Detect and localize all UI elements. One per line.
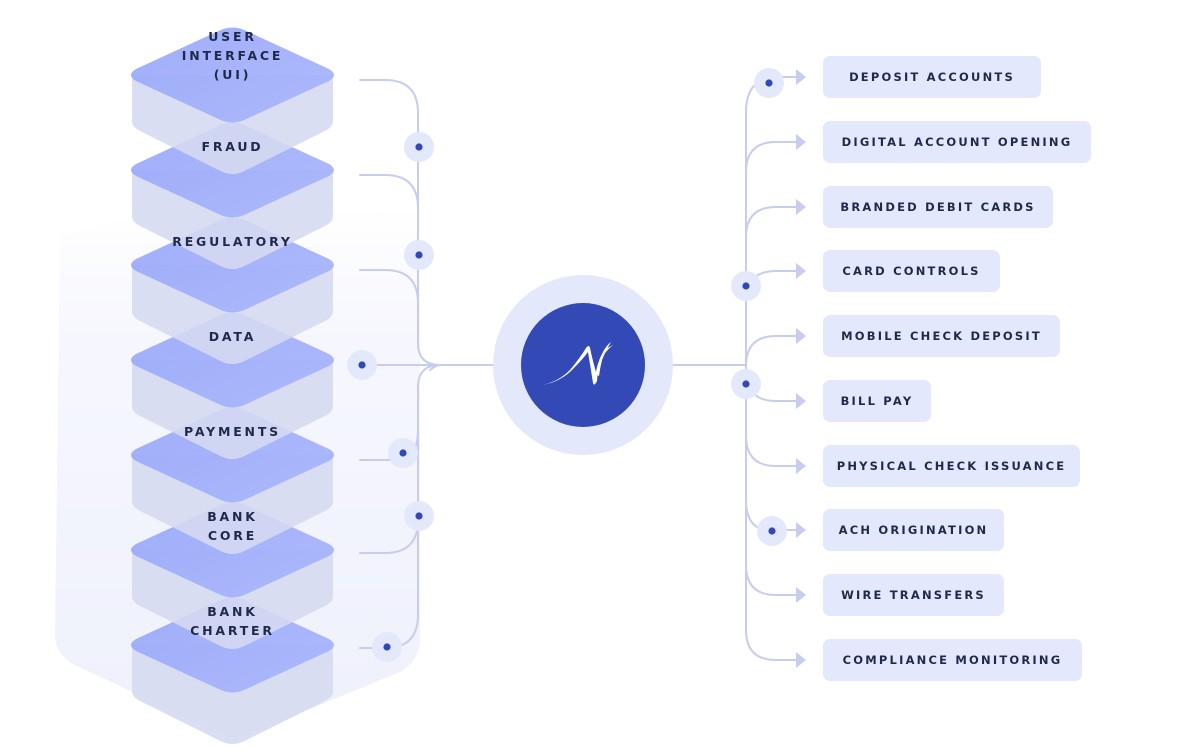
stack-layer-label-line: DATA <box>208 328 257 344</box>
connector-branch-right <box>745 141 797 173</box>
arrow-right-icon <box>796 328 806 344</box>
product-label: WIRE TRANSFERS <box>841 588 986 602</box>
connector-dot <box>415 251 423 259</box>
connector-dot <box>765 79 773 87</box>
stack-layer-label: PAYMENTS <box>132 422 333 441</box>
connector-branch-right <box>745 629 797 661</box>
stack-layer-label-line: (UI) <box>213 66 252 82</box>
arrow-right-icon <box>796 587 806 603</box>
arrow-right-icon <box>796 199 806 215</box>
stack-layers <box>131 27 334 744</box>
product-pill[interactable]: DEPOSIT ACCOUNTS <box>823 56 1041 98</box>
product-label: ACH ORIGINATION <box>838 523 989 537</box>
connector-line-left <box>359 174 419 209</box>
stack-layer <box>131 27 334 174</box>
connector-branch-right <box>745 335 797 367</box>
product-label: DIGITAL ACCOUNT OPENING <box>841 135 1073 149</box>
product-pill[interactable]: ACH ORIGINATION <box>823 509 1004 551</box>
stack-layer-label: FRAUD <box>132 137 333 156</box>
stack-layer-label-line: USER <box>208 28 257 44</box>
arrow-right-icon <box>796 134 806 150</box>
connector-line-left <box>359 269 419 304</box>
product-pill[interactable]: BRANDED DEBIT CARDS <box>823 186 1053 228</box>
product-label: BRANDED DEBIT CARDS <box>840 200 1036 214</box>
connector-dot <box>415 512 423 520</box>
product-label: COMPLIANCE MONITORING <box>842 653 1063 667</box>
connector-line-left <box>429 364 441 371</box>
connector-dot <box>383 643 391 651</box>
arrow-right-icon <box>796 458 806 474</box>
connector-dot <box>399 449 407 457</box>
stack-layer-label-line: INTERFACE <box>181 47 284 63</box>
center-logo <box>493 275 673 455</box>
stack-layer-top <box>131 27 334 123</box>
connector-dot <box>415 143 423 151</box>
product-label: DEPOSIT ACCOUNTS <box>849 70 1015 84</box>
logo-circle <box>521 303 645 427</box>
stack-layer-label: USER INTERFACE (UI) <box>132 27 333 84</box>
connector-line-left <box>359 79 441 366</box>
product-pill[interactable]: PHYSICAL CHECK ISSUANCE <box>823 445 1080 487</box>
connector-dot <box>768 527 776 535</box>
stack-layer-label: BANK CORE <box>132 507 333 545</box>
arrow-right-icon <box>796 69 806 85</box>
stack-layer-label: REGULATORY <box>132 232 333 251</box>
connector-branch-right <box>745 206 797 238</box>
arrow-right-icon <box>796 263 806 279</box>
product-label: MOBILE CHECK DEPOSIT <box>841 329 1042 343</box>
connector-branch-right <box>745 435 797 467</box>
stack-layer-label-line: BANK <box>207 509 258 524</box>
product-pill[interactable]: WIRE TRANSFERS <box>823 574 1004 616</box>
product-pill[interactable]: MOBILE CHECK DEPOSIT <box>823 315 1060 357</box>
product-pill[interactable]: DIGITAL ACCOUNT OPENING <box>823 121 1091 163</box>
product-label: CARD CONTROLS <box>842 264 981 278</box>
product-pill[interactable]: COMPLIANCE MONITORING <box>823 639 1082 681</box>
brand-logo-icon <box>542 342 613 385</box>
connector-branch-right <box>745 564 797 596</box>
product-pill[interactable]: CARD CONTROLS <box>823 250 1000 292</box>
stack-layer-label: BANK CHARTER <box>132 602 333 640</box>
connector-dot <box>742 282 750 290</box>
brand-logo-stroke <box>597 342 611 376</box>
arrow-right-icon <box>796 522 806 538</box>
stack-layer-label-line: PAYMENTS <box>184 423 281 439</box>
connector-dot <box>742 380 750 388</box>
stack-layer-label: DATA <box>132 327 333 346</box>
arrow-right-icon <box>796 652 806 668</box>
stack-layer-label-line: CHARTER <box>190 623 275 638</box>
connector-dot <box>358 361 366 369</box>
stack-layer-label-line: BANK <box>207 604 258 619</box>
stack-layer-label-line: REGULATORY <box>172 233 293 249</box>
arrow-right-icon <box>796 393 806 409</box>
product-label: PHYSICAL CHECK ISSUANCE <box>836 459 1067 473</box>
product-label: BILL PAY <box>840 394 914 408</box>
product-pill[interactable]: BILL PAY <box>823 380 931 422</box>
brand-logo-stroke <box>542 345 613 385</box>
stack-layer-label-line: FRAUD <box>201 138 264 154</box>
stack-layer-label-line: CORE <box>207 528 258 543</box>
connector-dots <box>347 68 787 662</box>
